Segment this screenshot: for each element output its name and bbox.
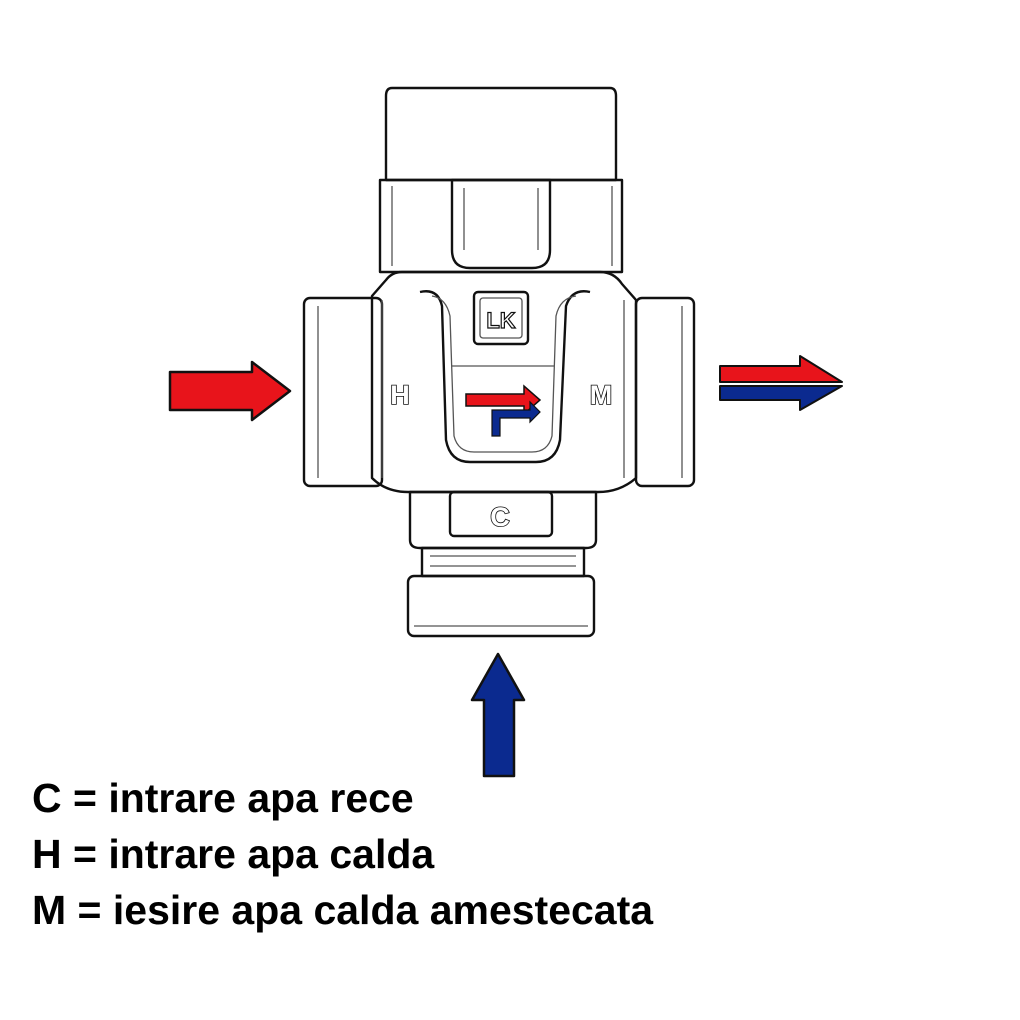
mixing-direction-icon — [465, 384, 542, 437]
lk-logo: LK — [472, 290, 530, 346]
mix-outlet-arrow — [719, 355, 843, 411]
legend-mix: M = iesire apa calda amestecata — [32, 887, 654, 933]
hot-port-letter: H — [390, 380, 410, 410]
hot-inlet-sleeve — [302, 296, 384, 488]
svg-text:LK: LK — [486, 308, 515, 333]
valve-body — [370, 270, 638, 494]
legend-cold: C = intrare apa rece — [32, 775, 414, 821]
valve-cap — [378, 86, 624, 274]
mix-outlet-sleeve — [634, 296, 696, 488]
mix-port-letter: M — [590, 380, 613, 410]
cold-port-letter: C — [490, 502, 510, 532]
hot-inlet-arrow — [168, 360, 292, 422]
legend: C = intrare apa rece H = intrare apa cal… — [32, 770, 653, 938]
cold-inlet-sleeve — [406, 490, 598, 638]
legend-hot: H = intrare apa calda — [32, 831, 435, 877]
cold-inlet-arrow — [470, 652, 526, 778]
